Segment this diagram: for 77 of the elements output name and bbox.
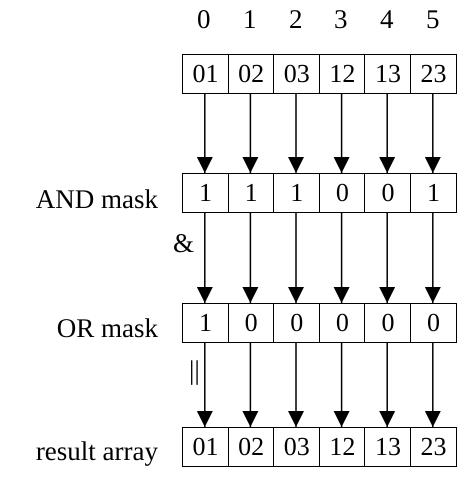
row-label: result array xyxy=(36,438,158,465)
index-number: 3 xyxy=(334,6,348,33)
arrow xyxy=(379,343,396,427)
arrow xyxy=(288,343,304,427)
index-number: 2 xyxy=(289,6,302,33)
arrow xyxy=(379,213,396,303)
array-cell xyxy=(364,173,412,213)
cell-value: 0 xyxy=(336,308,349,338)
cell-value: 12 xyxy=(329,432,356,462)
cell-value: 0 xyxy=(244,308,258,338)
arrow xyxy=(379,94,396,173)
array-cell xyxy=(273,54,320,94)
arrow xyxy=(242,94,258,173)
array-cell xyxy=(318,427,366,467)
cell-value: 0 xyxy=(381,308,394,338)
array-cell xyxy=(410,173,458,213)
arrow xyxy=(196,343,213,427)
array-cell xyxy=(228,427,275,467)
arrow xyxy=(288,213,304,303)
array-cell xyxy=(182,303,230,343)
cell-value: 02 xyxy=(238,432,264,462)
cell-value: 1 xyxy=(244,178,258,208)
arrow xyxy=(424,94,441,173)
arrow xyxy=(242,213,258,303)
array-cell xyxy=(228,303,275,343)
cell-value: 23 xyxy=(420,59,447,89)
cell-value: 01 xyxy=(192,432,219,462)
arrow xyxy=(424,343,441,427)
cell-value: 0 xyxy=(427,308,440,338)
cell-value: 02 xyxy=(238,59,264,89)
row-label: AND mask xyxy=(36,186,158,213)
array-cell xyxy=(182,427,230,467)
cell-value: 0 xyxy=(381,178,394,208)
cell-value: 01 xyxy=(192,59,219,89)
array-cell xyxy=(273,427,320,467)
cell-value: 13 xyxy=(374,432,401,462)
index-number: 0 xyxy=(197,6,210,33)
index-number: 5 xyxy=(426,6,440,33)
cell-value: 0 xyxy=(336,178,349,208)
cell-value: 0 xyxy=(290,308,304,338)
cell-value: 1 xyxy=(290,178,304,208)
arrow xyxy=(242,343,258,427)
cell-value: 13 xyxy=(374,59,401,89)
array-cell xyxy=(318,303,366,343)
arrow xyxy=(334,343,350,427)
array-cell xyxy=(228,173,275,213)
row-label: OR mask xyxy=(56,315,158,342)
array-cell xyxy=(273,173,320,213)
array-cell xyxy=(410,54,458,94)
operator-symbol: || xyxy=(189,357,200,384)
array-cell xyxy=(318,173,366,213)
arrow xyxy=(334,94,350,173)
cell-value: 03 xyxy=(284,59,310,89)
array-cell xyxy=(273,303,320,343)
array-cell xyxy=(410,303,458,343)
array-cell xyxy=(182,54,230,94)
cell-value: 12 xyxy=(329,59,356,89)
cell-value: 1 xyxy=(199,178,212,208)
array-cell xyxy=(364,303,412,343)
cell-value: 03 xyxy=(284,432,310,462)
cell-value: 1 xyxy=(199,308,212,338)
array-cell xyxy=(228,54,275,94)
array-cell xyxy=(182,173,230,213)
array-cell xyxy=(318,54,366,94)
index-number: 4 xyxy=(380,6,394,33)
array-cell xyxy=(410,427,458,467)
array-cell xyxy=(364,54,412,94)
operator-symbol: & xyxy=(173,230,194,257)
arrow xyxy=(288,94,304,173)
index-number: 1 xyxy=(243,6,256,33)
arrow xyxy=(196,213,213,303)
cell-value: 1 xyxy=(427,178,440,208)
arrow xyxy=(424,213,441,303)
cell-value: 23 xyxy=(420,432,447,462)
arrow xyxy=(334,213,350,303)
array-cell xyxy=(364,427,412,467)
arrow xyxy=(196,94,213,173)
